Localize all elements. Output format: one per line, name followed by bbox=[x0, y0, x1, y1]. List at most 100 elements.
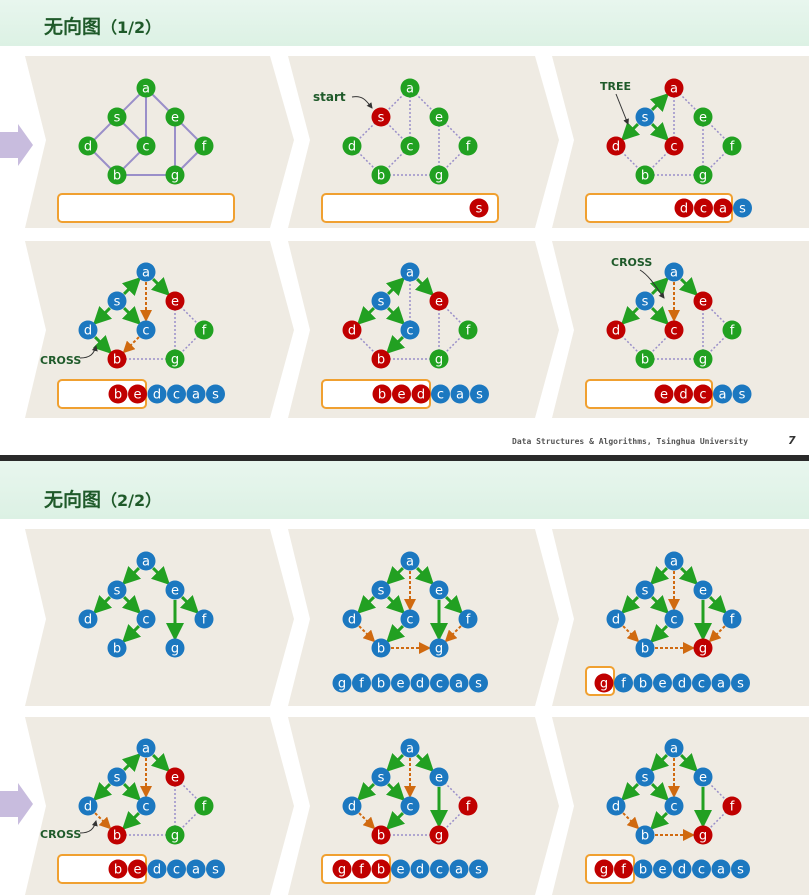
vertex-label: d bbox=[348, 800, 356, 815]
slide-divider bbox=[0, 455, 809, 461]
queue-item bbox=[713, 198, 733, 218]
vertex-c bbox=[400, 136, 420, 156]
vertex-label: d bbox=[84, 140, 92, 155]
queue-item-label: b bbox=[114, 863, 122, 878]
vertex-label: a bbox=[670, 555, 678, 570]
graph-edge bbox=[702, 300, 733, 331]
panel bbox=[288, 717, 559, 895]
queue-item bbox=[614, 673, 633, 693]
vertex-b bbox=[635, 165, 655, 185]
graph-edge bbox=[702, 145, 733, 176]
tree-edge bbox=[356, 594, 377, 615]
queue-item bbox=[371, 673, 391, 693]
queue-item-label: a bbox=[456, 388, 464, 403]
vertex-label: a bbox=[406, 555, 414, 570]
vertex-s bbox=[371, 767, 391, 787]
vertex-e bbox=[429, 767, 449, 787]
queue-item-label: s bbox=[737, 677, 744, 692]
graph-edge bbox=[438, 805, 469, 836]
vertex-label: g bbox=[171, 642, 179, 657]
vertex-label: f bbox=[730, 613, 735, 628]
queue-item-label: d bbox=[416, 677, 424, 692]
vertex-d bbox=[606, 609, 626, 629]
queue-item bbox=[391, 859, 410, 879]
queue-item-label: e bbox=[398, 388, 406, 403]
vertex-label: f bbox=[730, 324, 735, 339]
queue-item-label: e bbox=[134, 863, 142, 878]
queue-item bbox=[731, 859, 750, 879]
graph-edge bbox=[351, 116, 382, 147]
vertex-label: f bbox=[202, 800, 207, 815]
vertex-f bbox=[722, 320, 742, 340]
vertex-c bbox=[664, 609, 684, 629]
tree-edge bbox=[620, 121, 641, 142]
tree-edge bbox=[678, 565, 699, 586]
queue-item bbox=[410, 859, 430, 879]
vertex-b bbox=[371, 825, 391, 845]
tree-edge bbox=[121, 565, 142, 586]
vertex-label: d bbox=[612, 800, 620, 815]
queue-item bbox=[128, 384, 147, 404]
vertex-label: d bbox=[84, 613, 92, 628]
vertex-s bbox=[635, 291, 655, 311]
queue-item bbox=[411, 384, 431, 404]
queue-item bbox=[733, 198, 752, 218]
graph-edge bbox=[174, 329, 205, 360]
vertex-label: g bbox=[435, 829, 443, 844]
tree-pointer bbox=[615, 93, 629, 125]
vertex-b bbox=[107, 349, 127, 369]
queue-item bbox=[167, 859, 186, 879]
vertex-label: e bbox=[171, 771, 179, 786]
vertex-d bbox=[78, 609, 98, 629]
tree-edge bbox=[121, 305, 142, 326]
vertex-d bbox=[78, 136, 98, 156]
vertex-label: s bbox=[642, 295, 649, 310]
queue-item-label: b bbox=[114, 388, 122, 403]
graph-edge bbox=[438, 300, 469, 331]
vertex-d bbox=[342, 609, 362, 629]
tree-edge bbox=[649, 305, 670, 326]
queue-item-label: b bbox=[377, 863, 385, 878]
vertex-label: s bbox=[642, 771, 649, 786]
tree-edge bbox=[121, 276, 142, 297]
queue-item bbox=[392, 384, 411, 404]
vertex-label: d bbox=[84, 324, 92, 339]
vertex-label: b bbox=[641, 829, 649, 844]
queue-item-label: d bbox=[416, 863, 424, 878]
cross-edge bbox=[444, 625, 462, 643]
vertex-label: d bbox=[612, 140, 620, 155]
queue-item-label: d bbox=[679, 388, 687, 403]
tree-edge bbox=[649, 92, 670, 113]
vertex-label: a bbox=[670, 266, 678, 281]
queue-item bbox=[713, 384, 732, 404]
vertex-e bbox=[165, 767, 185, 787]
vertex-a bbox=[664, 262, 684, 282]
tree-edge bbox=[385, 594, 406, 615]
queue-item bbox=[653, 859, 672, 879]
graph-edge bbox=[174, 805, 205, 836]
slide-title: 无向图（2/2） bbox=[44, 485, 161, 512]
tree-edge bbox=[121, 810, 142, 831]
queue-item bbox=[450, 384, 470, 404]
vertex-label: g bbox=[171, 169, 179, 184]
vertex-label: g bbox=[171, 353, 179, 368]
tree-edge bbox=[649, 565, 670, 586]
queue-item-label: s bbox=[476, 388, 483, 403]
queue-item bbox=[731, 673, 750, 693]
vertex-f bbox=[194, 320, 214, 340]
vertex-label: f bbox=[466, 613, 471, 628]
graph-edge bbox=[380, 87, 411, 118]
tree-edge bbox=[414, 276, 435, 297]
queue-item-label: s bbox=[475, 863, 482, 878]
vertex-label: e bbox=[699, 771, 707, 786]
vertex-e bbox=[429, 107, 449, 127]
vertex-label: a bbox=[406, 742, 414, 757]
queue-item-label: b bbox=[378, 388, 386, 403]
